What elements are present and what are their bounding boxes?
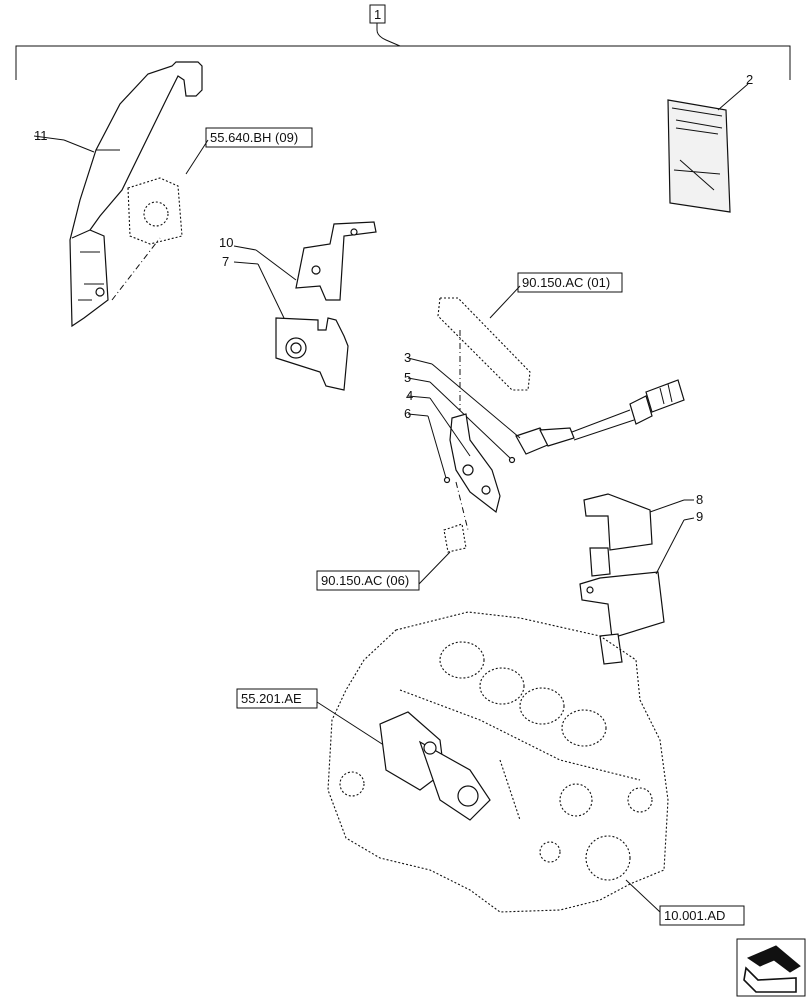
ref-90150ac01: 90.150.AC (01) bbox=[522, 275, 610, 290]
callout-4: 4 bbox=[406, 388, 413, 403]
callout-9: 9 bbox=[696, 509, 703, 524]
part-8-shield[interactable]: 8 bbox=[583, 492, 703, 577]
ref-10001ad: 10.001.AD bbox=[664, 908, 725, 923]
part-2-manual[interactable]: 2 bbox=[667, 72, 753, 213]
callout-3: 3 bbox=[404, 350, 411, 365]
ref-55201ae-box[interactable] bbox=[236, 688, 318, 709]
callout-5: 5 bbox=[404, 370, 411, 385]
part-7-plate[interactable]: 7 bbox=[222, 254, 349, 391]
ref-55201ae-group: 55.201.AE bbox=[236, 688, 491, 821]
ref-10001ad-box[interactable] bbox=[659, 905, 745, 926]
ref-55201ae: 55.201.AE bbox=[241, 691, 302, 706]
callout-2: 2 bbox=[746, 72, 753, 87]
ref-55640bh-group: 55.640.BH (09) bbox=[127, 127, 313, 245]
part-11-rod-bracket[interactable]: 11 bbox=[33, 61, 203, 328]
group-label: 1 bbox=[374, 7, 381, 22]
ref-90150ac06-box[interactable] bbox=[316, 570, 420, 591]
ref-55640bh-box[interactable] bbox=[205, 127, 313, 148]
ref-90150ac06-group: 90.150.AC (06) bbox=[316, 523, 467, 591]
callout-7: 7 bbox=[222, 254, 229, 269]
part-3-sensor-cable[interactable]: 3 bbox=[404, 350, 685, 455]
callout-11: 11 bbox=[34, 128, 48, 143]
part-4-bracket[interactable]: 4 bbox=[406, 388, 501, 514]
ref-90150ac01-group: 90.150.AC (01) bbox=[437, 272, 623, 410]
part-10-bracket[interactable]: 10 bbox=[219, 221, 377, 301]
ref-10001ad-group: 10.001.AD bbox=[625, 879, 745, 926]
page-arrow-icon[interactable] bbox=[736, 938, 806, 997]
ref-55640bh: 55.640.BH (09) bbox=[210, 130, 298, 145]
ref-90150ac01-box[interactable] bbox=[517, 272, 623, 293]
part-5-pin[interactable]: 5 bbox=[404, 370, 516, 464]
group-bracket: 1 bbox=[15, 4, 791, 80]
engine-block bbox=[327, 611, 669, 913]
part-9-shield[interactable]: 9 bbox=[579, 509, 703, 665]
ref-90150ac06: 90.150.AC (06) bbox=[321, 573, 409, 588]
callout-6: 6 bbox=[404, 406, 411, 421]
callout-10: 10 bbox=[219, 235, 233, 250]
callout-8: 8 bbox=[696, 492, 703, 507]
part-6-bolt[interactable]: 6 bbox=[404, 406, 469, 531]
